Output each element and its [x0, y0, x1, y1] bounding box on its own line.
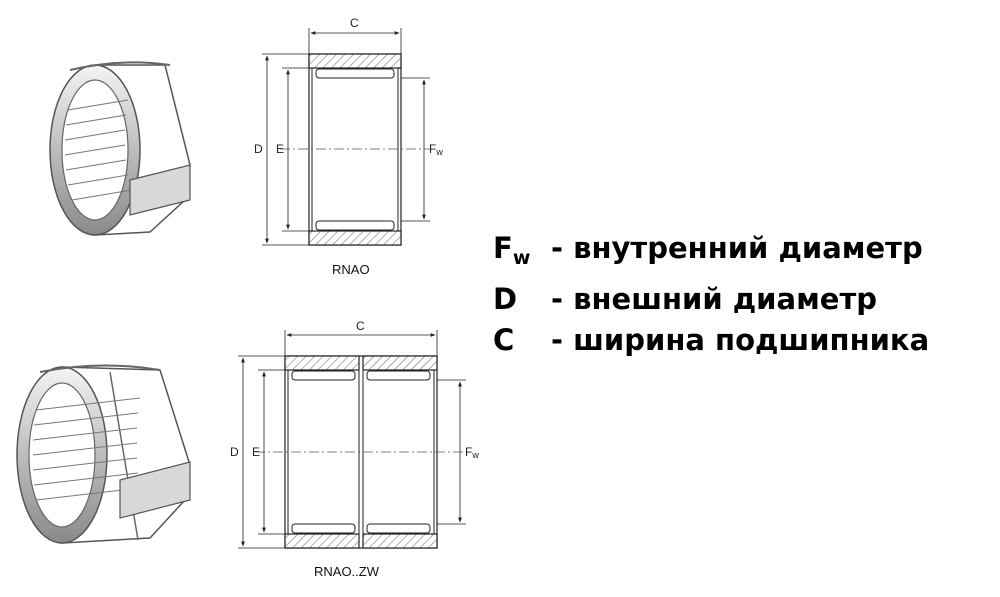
- legend-text: - внешний диаметр: [551, 282, 878, 316]
- legend-text: - ширина подшипника: [551, 323, 930, 357]
- legend-symbol: D: [493, 282, 518, 316]
- legend-text: - внутренний диаметр: [551, 231, 923, 265]
- legend-symbol: C: [493, 323, 515, 357]
- dim-label-fw: Fw: [429, 142, 443, 157]
- dim-label-c: C: [356, 319, 365, 333]
- legend-row-fw: Fw - внутренний диаметр: [493, 228, 929, 279]
- bearing-illustration-rnao: [49, 61, 191, 236]
- dim-label-fw: Fw: [465, 445, 479, 460]
- dim-label-c: C: [350, 16, 359, 30]
- drawing-caption-rnao: RNAO: [332, 262, 370, 277]
- bearing-illustration-rnao-zw: [16, 364, 191, 544]
- dim-label-d: D: [230, 445, 239, 459]
- section-drawing-rnao: [262, 28, 432, 246]
- legend-row-d: D - внешний диаметр: [493, 279, 929, 320]
- section-drawing-rnao-zw: [238, 330, 470, 549]
- dim-label-e: E: [252, 445, 260, 459]
- legend-symbol: Fw: [493, 231, 531, 269]
- legend-row-c: C - ширина подшипника: [493, 320, 929, 361]
- dim-label-d: D: [254, 142, 263, 156]
- drawing-caption-rnao-zw: RNAO..ZW: [314, 564, 380, 579]
- dim-label-e: E: [276, 142, 284, 156]
- dimension-legend: Fw - внутренний диаметр D - внешний диамет…: [493, 228, 929, 361]
